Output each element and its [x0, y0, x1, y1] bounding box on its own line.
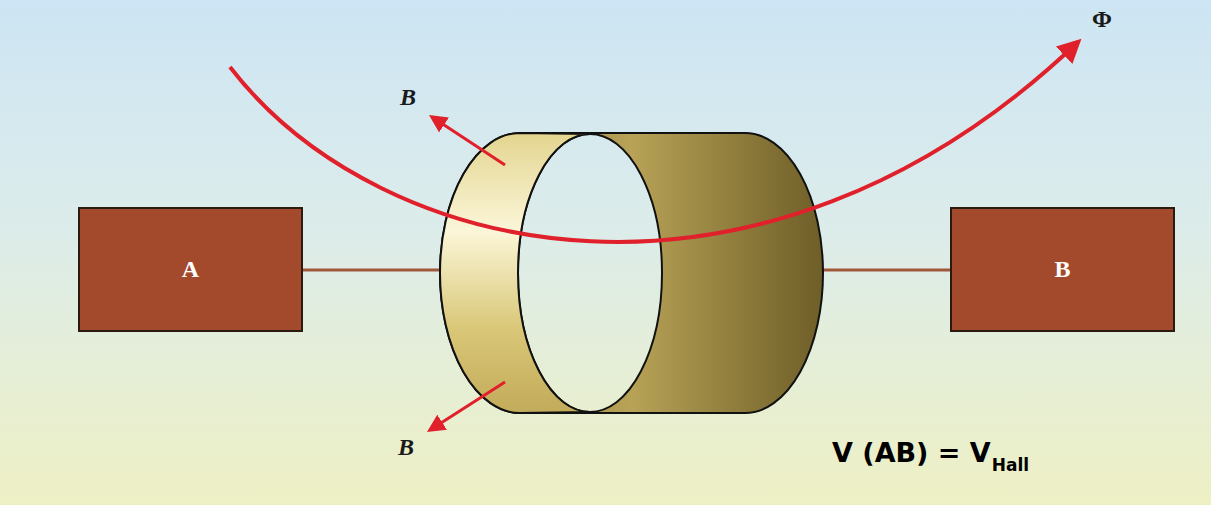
- box-label: B: [1054, 256, 1070, 283]
- terminal-box: B: [950, 207, 1175, 332]
- box-label: A: [182, 256, 199, 283]
- voltage-subscript: Hall: [992, 455, 1029, 475]
- field-arrow: [430, 382, 505, 430]
- field-arrow: [432, 117, 505, 165]
- field-label: B: [400, 84, 416, 111]
- wire: [300, 269, 446, 272]
- ring-front-rim: [440, 133, 590, 413]
- field-label: B: [398, 434, 414, 461]
- ring-band: [440, 133, 823, 413]
- terminal-box: A: [78, 207, 303, 332]
- voltage-equation: V (AB) = V: [832, 437, 991, 468]
- wire: [818, 269, 952, 272]
- flux-label: Φ: [1092, 6, 1112, 33]
